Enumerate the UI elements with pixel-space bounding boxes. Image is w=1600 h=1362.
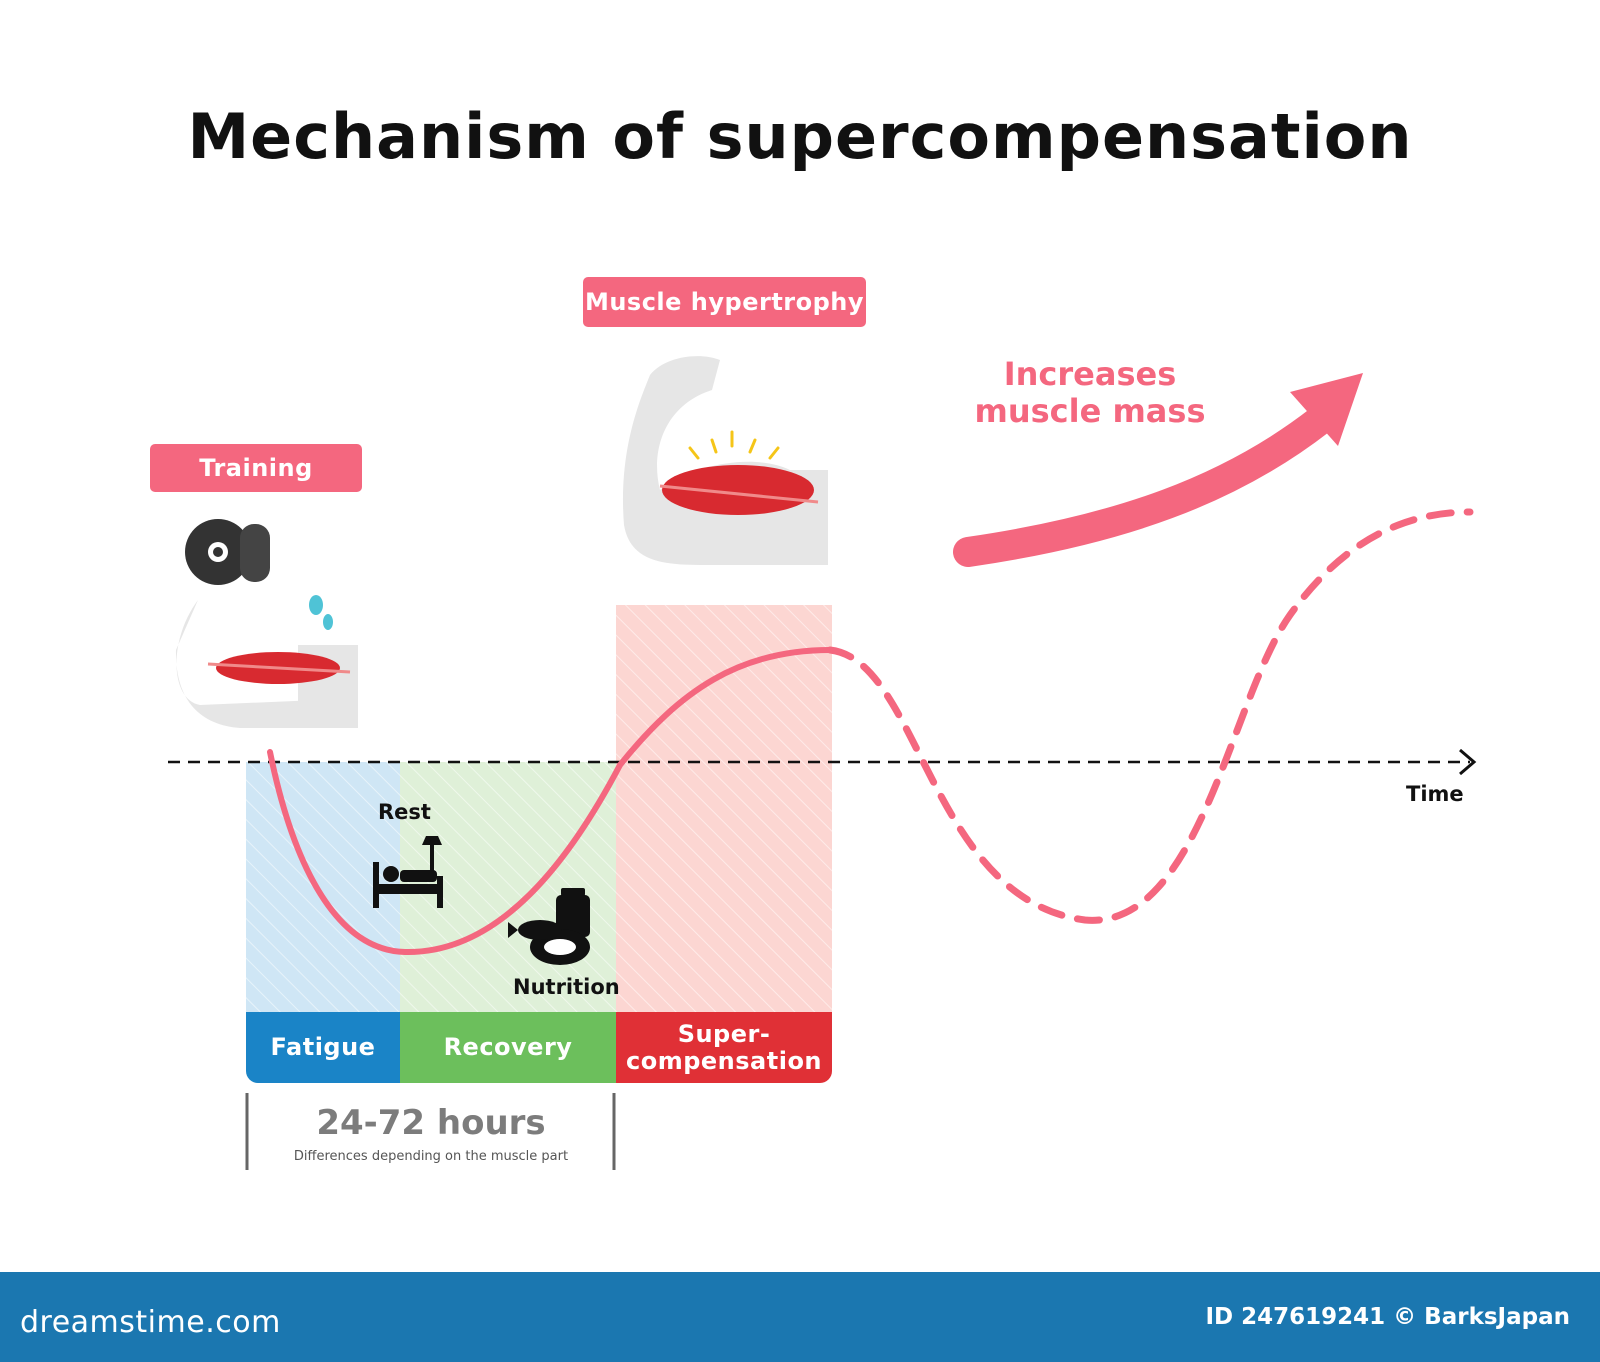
time-axis-label: Time xyxy=(1406,782,1464,806)
duration-note: Differences depending on the muscle part xyxy=(293,1149,569,1164)
phase-fatigue: Fatigue xyxy=(246,1012,400,1083)
rest-label: Rest xyxy=(378,800,431,824)
supercompensation-curve xyxy=(267,647,833,956)
arrow-up-icon xyxy=(953,373,1363,567)
phase-supercompensation: Super- compensation xyxy=(616,1012,832,1083)
sparkle-icon xyxy=(688,430,780,460)
phase-recovery: Recovery xyxy=(400,1012,616,1083)
duration-hours: 24-72 hours xyxy=(316,1103,546,1143)
bed-icon xyxy=(373,836,443,908)
nutrition-label: Nutrition xyxy=(513,975,620,999)
flexed-arm-icon xyxy=(622,356,828,565)
training-label: Training xyxy=(150,444,362,492)
increase-label: Increases muscle mass xyxy=(974,355,1206,430)
hypertrophy-label: Muscle hypertrophy xyxy=(583,277,866,327)
footer-credit: ID 247619241 © BarksJapan xyxy=(1205,1304,1570,1330)
food-icon xyxy=(508,888,590,965)
dumbbell-icon xyxy=(185,519,270,585)
projected-curve xyxy=(826,508,1474,924)
sweat-drops-icon xyxy=(309,595,333,630)
muscle-icon xyxy=(659,465,819,515)
time-axis-arrowhead xyxy=(1459,748,1477,776)
footer-brand: dreamstime.com xyxy=(20,1305,281,1340)
muscle-icon xyxy=(207,652,351,684)
page-title: Mechanism of supercompensation xyxy=(187,100,1413,173)
footer-bar xyxy=(0,1272,1600,1362)
